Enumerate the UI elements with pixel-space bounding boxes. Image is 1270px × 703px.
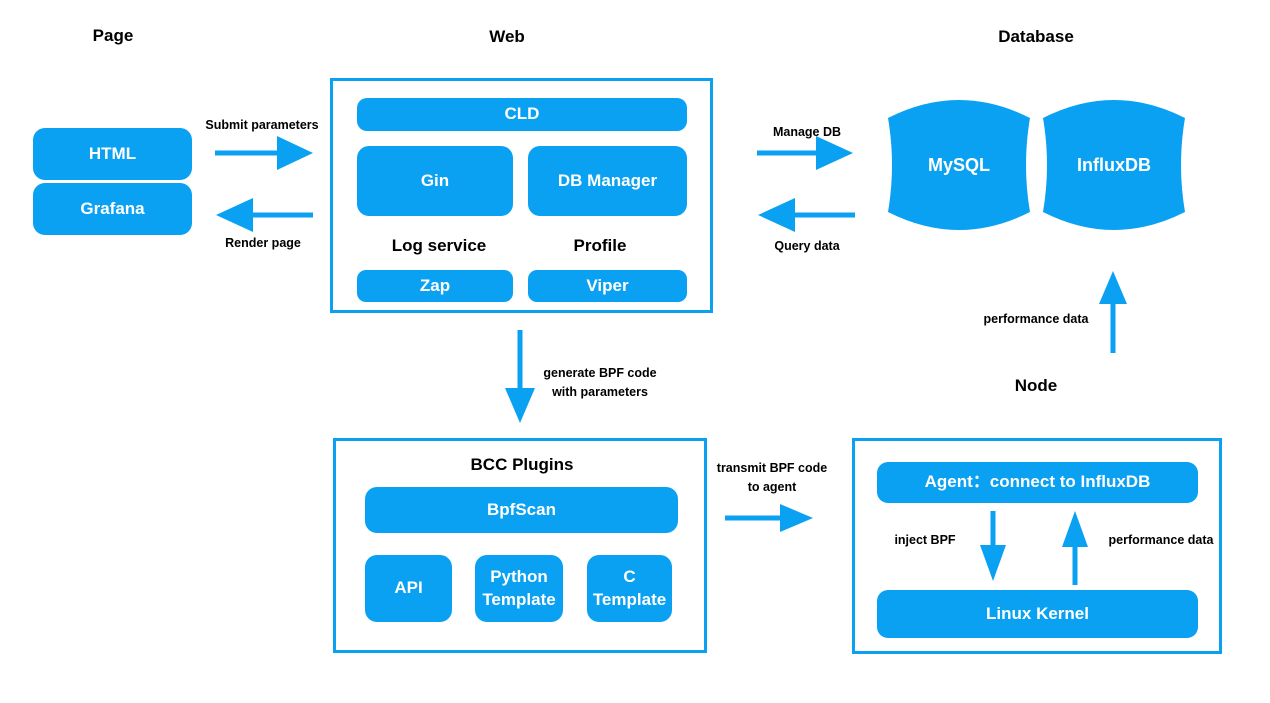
zap-box: Zap xyxy=(357,270,513,302)
performance-data-node-label: performance data xyxy=(1108,533,1214,547)
generate-bpf-arrow xyxy=(505,330,535,423)
inject-bpf-label: inject BPF xyxy=(894,533,956,547)
performance-data-db-label: performance data xyxy=(983,312,1089,326)
log-service-label: Log service xyxy=(391,236,487,255)
bcc-plugins-container xyxy=(333,438,707,653)
agent-box: Agent：connect to InfluxDB xyxy=(877,462,1198,503)
web-container xyxy=(330,78,713,313)
manage-db-label: Manage DB xyxy=(772,125,842,139)
transmit-bpf-arrow xyxy=(725,504,813,532)
query-data-label: Query data xyxy=(774,239,840,253)
linux-kernel-box: Linux Kernel xyxy=(877,590,1198,638)
grafana-box: Grafana xyxy=(33,183,192,235)
html-box: HTML xyxy=(33,128,192,180)
generate-bpf-label-line1: generate BPF code xyxy=(543,366,657,380)
c-template-box: C Template xyxy=(587,555,672,622)
gin-box: Gin xyxy=(357,146,513,216)
generate-bpf-label: generate BPF code with parameters xyxy=(540,364,660,402)
db-manager-box: DB Manager xyxy=(528,146,687,216)
render-page-label: Render page xyxy=(225,236,301,250)
viper-box: Viper xyxy=(528,270,687,302)
transmit-bpf-label-line1: transmit BPF code xyxy=(716,461,828,475)
api-box: API xyxy=(365,555,452,622)
render-page-arrow xyxy=(216,198,313,232)
node-heading: Node xyxy=(1014,376,1058,395)
performance-data-db-arrow xyxy=(1099,271,1127,353)
submit-parameters-arrow xyxy=(215,136,313,170)
generate-bpf-label-line2: with parameters xyxy=(552,385,648,399)
python-template-box: Python Template xyxy=(475,555,563,622)
bpfscan-box: BpfScan xyxy=(365,487,678,533)
influxdb-label: InfluxDB xyxy=(1077,155,1151,175)
cld-box: CLD xyxy=(357,98,687,131)
web-heading: Web xyxy=(489,27,525,46)
query-data-arrow xyxy=(758,198,855,232)
profile-label: Profile xyxy=(573,236,627,255)
database-heading: Database xyxy=(998,27,1074,46)
node-container xyxy=(852,438,1222,654)
transmit-bpf-label: transmit BPF code to agent xyxy=(712,459,832,497)
bcc-plugins-heading: BCC Plugins xyxy=(470,455,574,474)
submit-parameters-label: Submit parameters xyxy=(205,118,319,132)
mysql-label: MySQL xyxy=(927,155,990,175)
transmit-bpf-label-line2: to agent xyxy=(747,480,797,494)
page-heading: Page xyxy=(92,26,134,45)
